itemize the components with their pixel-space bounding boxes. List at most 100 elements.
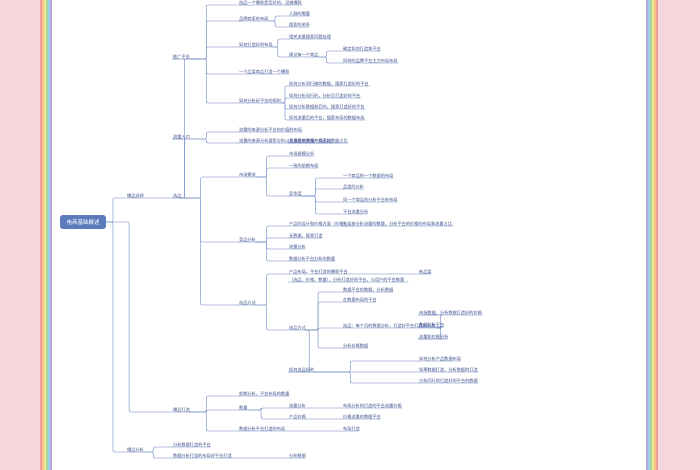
- mindmap-node-label[interactable]: 人群的需要: [289, 10, 310, 17]
- mindmap-node-label[interactable]: 流量分析: [289, 243, 306, 250]
- mindmap-node-label[interactable]: 一个品类商品打造一个爆款: [239, 68, 290, 75]
- mindmap-node-label[interactable]: 相关流量搜索问题处理: [289, 33, 332, 40]
- mindmap-node-label[interactable]: 数据平台的数据，分析数据: [343, 286, 393, 293]
- mindmap-node-label[interactable]: 流量和价格分析: [419, 333, 448, 340]
- mindmap-node-label[interactable]: 新品类: [419, 268, 432, 275]
- mindmap-node-label[interactable]: 竞品分析: [239, 236, 256, 243]
- mindmap-connector: [300, 195, 342, 203]
- mindmap-connector: [272, 38, 288, 48]
- mindmap-node-label[interactable]: 搜索的关系: [289, 21, 310, 28]
- mindmap-node-label[interactable]: 竞争度: [289, 190, 302, 197]
- mindmap-node-label[interactable]: 如果数据打造，分析数据的打造: [419, 366, 478, 373]
- mindmap-node-label[interactable]: 在数据布局的平台: [343, 296, 377, 303]
- mindmap-connector: [300, 177, 342, 197]
- mindmap-node-label[interactable]: 一个商品的一个数据的布局: [343, 172, 393, 179]
- mindmap-node-label[interactable]: 数据分析平台分析的数量: [289, 255, 335, 262]
- mindmap-connector: [255, 241, 288, 250]
- mindmap-node-label[interactable]: 流量的来源分析搜索分析以及流量的数量布局占比: [239, 137, 331, 144]
- rainbow-stripe: [44, 0, 46, 470]
- mindmap-node-label[interactable]: 如何打造好的布局: [239, 41, 273, 48]
- mindmap-node-label[interactable]: 选品一个爆款是否好的，没做爆款: [239, 0, 303, 6]
- mindmap-node-label[interactable]: 流量的来源分析平台的价值的布局: [239, 126, 302, 133]
- mindmap-node-label[interactable]: 前期分析，平台布局的数量: [239, 390, 289, 397]
- mindmap-node-label[interactable]: 品牌商家的布局: [239, 15, 268, 22]
- mindmap-node-label[interactable]: 市场规模分析: [289, 150, 314, 157]
- mindmap-connector: [189, 411, 238, 432]
- mindmap-connector: [106, 221, 172, 413]
- mindmap-node-label[interactable]: （选品、价格、数量），分析打造好的平台，与用户的平台数量: [289, 276, 404, 283]
- mindmap-node-label[interactable]: 如何分析产品数据布局: [419, 355, 461, 362]
- mindmap-node-label[interactable]: 分析数据打造的平台: [173, 441, 211, 448]
- mindmap-node-label[interactable]: 推广平台: [173, 53, 190, 60]
- mindmap-node-label[interactable]: 数据分析打造的布局好平台打造: [173, 452, 232, 459]
- mindmap-node-label[interactable]: 如何分析数据前后的，搜索打造好的平台: [289, 103, 364, 110]
- mindmap-node-label[interactable]: 如何选品好的: [289, 366, 314, 373]
- root-node[interactable]: 电商基础概述: [60, 215, 106, 229]
- mindmap-node-label[interactable]: 选品方法: [239, 299, 256, 306]
- mindmap-node-label[interactable]: 爆品分析: [127, 446, 144, 453]
- mindmap-node-label[interactable]: 数据分析平台: [419, 321, 444, 328]
- mindmap-node-label[interactable]: 选品：每个月的数据分析，打造好平台打造的平台: [343, 322, 435, 329]
- mindmap-node-label[interactable]: 平台流量分析: [343, 208, 368, 215]
- mindmap-connector: [268, 20, 288, 28]
- mindmap-node-label[interactable]: 建议每一个商品: [289, 51, 318, 58]
- mindmap-node-label[interactable]: 无数据，搜索打造: [289, 232, 323, 239]
- mindmap-node-label[interactable]: 数量: [239, 404, 247, 411]
- mindmap-node-label[interactable]: 同一个商品的分析平台的布局: [343, 196, 397, 203]
- mindmap-node-label[interactable]: 选品: [173, 192, 181, 199]
- mindmap-connector: [255, 155, 288, 178]
- mindmap-node-label[interactable]: 流量入口: [173, 133, 190, 140]
- mindmap-node-label[interactable]: 品类的分析: [343, 183, 364, 190]
- rainbow-stripe: [650, 0, 652, 470]
- mindmap-node-label[interactable]: 爆品选择: [127, 192, 145, 199]
- mindmap-connector: [305, 301, 342, 331]
- mindmap-connector: [318, 50, 342, 58]
- mindmap-node-label[interactable]: 分析数据: [289, 452, 306, 459]
- mindmap-connector: [300, 188, 342, 197]
- mindmap-node-label[interactable]: 市场需求: [239, 171, 257, 178]
- mindmap-node-label[interactable]: 一致的前期布局: [289, 162, 318, 169]
- mindmap-node-label[interactable]: 如何分析同行的，分析后打造好的平台: [289, 92, 360, 99]
- mindmap-node-label[interactable]: 确定如何打造和平台: [343, 45, 381, 52]
- mindmap-node-label[interactable]: 如何流量后的平台，搜索布局的数据布局: [289, 114, 364, 121]
- mindmap-node-label[interactable]: 产品的设计和价格方面（价格）: [289, 220, 348, 227]
- mindmap-node-label[interactable]: 如何分析好平台的规则: [239, 97, 281, 104]
- mindmap-connector: [305, 291, 342, 331]
- mindmap-node-label[interactable]: 市场数据，分析数据打造好的价格: [419, 309, 483, 316]
- mindmap-connector: [318, 56, 342, 64]
- mindmap-node-label[interactable]: 流量分析: [289, 402, 306, 409]
- mindmap-canvas: 选品一个爆款是否好的，没做爆款人群的需要搜索的关系 品牌商家的布局相关流量搜索问题…: [52, 0, 646, 470]
- mindmap-node-label[interactable]: 产品布局，平台打造的爆款平台: [289, 268, 348, 275]
- rainbow-stripe: [654, 0, 656, 470]
- mindmap-node-label[interactable]: 如何分析同行做的数据，搜索打造好的平台: [289, 80, 369, 87]
- mindmap-node-label[interactable]: 爆品打造: [173, 406, 191, 413]
- mindmap-connector: [106, 221, 126, 453]
- mindmap-node-label[interactable]: 选品方式: [289, 324, 307, 331]
- mindmap-node-label[interactable]: 产品价格: [289, 413, 307, 420]
- mindmap-node-label[interactable]: 布局打造: [343, 425, 361, 432]
- mindmap-connector: [255, 167, 288, 178]
- mindmap-connector: [189, 58, 238, 75]
- mindmap-node-label[interactable]: 价格流量的数据平台: [343, 413, 381, 420]
- mindmap-node-label[interactable]: 同样的品牌平台主力布局布局: [343, 57, 397, 64]
- mindmap-connector: [189, 395, 238, 413]
- mindmap-connector: [255, 241, 288, 262]
- mindmap-connector: [180, 176, 238, 199]
- mindmap-node-label[interactable]: 布局分析的打造的平台流量价格: [343, 402, 402, 409]
- mindmap-connector: [281, 85, 288, 104]
- mindmap-connector: [313, 360, 418, 373]
- mindmap-connector: [189, 138, 238, 144]
- mindmap-node-label[interactable]: 分析价格数据: [343, 342, 368, 349]
- mindmap-connector: [180, 197, 238, 243]
- mindmap-edges: [106, 4, 443, 459]
- rainbow-stripe: [48, 0, 50, 470]
- mindmap-node-label[interactable]: 数据分析平台打造的布局: [239, 425, 285, 432]
- mindmap-connector: [189, 4, 238, 60]
- mindmap-connector: [189, 131, 238, 140]
- mindmap-node-label[interactable]: 分析同行的打造好的平台的数据: [419, 377, 478, 384]
- rainbow-stripe: [42, 0, 44, 470]
- mindmap-connector: [143, 446, 172, 453]
- mindmap-node-label[interactable]: 流量的来源推广商家的数据占比: [289, 137, 348, 144]
- mindmap-node-label[interactable]: 布局来分析流量的数量，分析平台的价格的布局和流量占比: [343, 220, 452, 227]
